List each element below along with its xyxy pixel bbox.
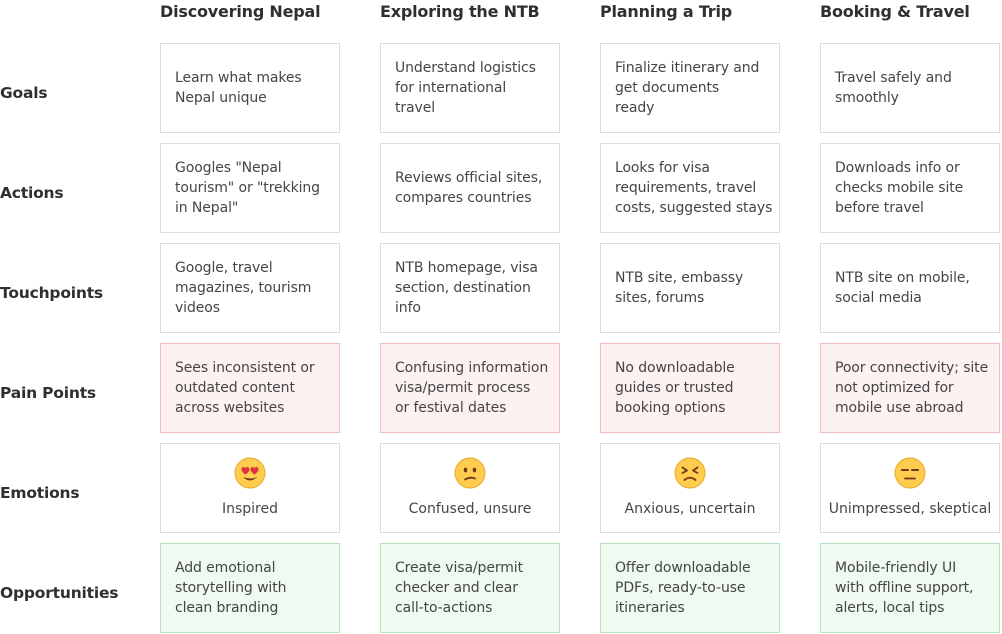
cell-text: NTB site on mobile, social media bbox=[835, 270, 970, 306]
actions-cell-exploring: Reviews official sites, compares countri… bbox=[380, 143, 560, 233]
pain-points-cell-exploring: Confusing information visa/permit proces… bbox=[380, 343, 560, 433]
heart-eyes-emoji-icon bbox=[234, 457, 266, 489]
cell-text: Travel safely and smoothly bbox=[835, 70, 952, 106]
cell-text: Confusing information visa/permit proces… bbox=[395, 360, 549, 416]
pain-points-cell-discovering: Sees inconsistent or outdated content ac… bbox=[160, 343, 340, 433]
pain-points-cell-planning: No downloadable guides or trusted bookin… bbox=[600, 343, 780, 433]
cell-text: Create visa/permit checker and clear cal… bbox=[395, 560, 523, 616]
row-label-pain-points: Pain Points bbox=[0, 384, 96, 402]
goals-cell-discovering: Learn what makes Nepal unique bbox=[160, 43, 340, 133]
actions-cell-discovering: Googles "Nepal tourism" or "trekking in … bbox=[160, 143, 340, 233]
actions-cell-booking: Downloads info or checks mobile site bef… bbox=[820, 143, 1000, 233]
column-header-planning: Planning a Trip bbox=[600, 2, 733, 21]
cell-text: NTB homepage, visa section, destination … bbox=[395, 260, 538, 316]
confused-face-emoji-icon bbox=[454, 457, 486, 489]
row-label-touchpoints: Touchpoints bbox=[0, 284, 103, 302]
column-header-exploring: Exploring the NTB bbox=[380, 2, 540, 21]
opportunities-cell-planning: Offer downloadable PDFs, ready-to-use it… bbox=[600, 543, 780, 633]
cell-text: Reviews official sites, compares countri… bbox=[395, 170, 543, 206]
touchpoints-cell-planning: NTB site, embassy sites, forums bbox=[600, 243, 780, 333]
unamused-face-emoji-icon bbox=[894, 457, 926, 489]
cell-text: NTB site, embassy sites, forums bbox=[615, 270, 744, 306]
cell-text: Google, travel magazines, tourism videos bbox=[175, 260, 312, 316]
emotion-label: Anxious, uncertain bbox=[624, 501, 756, 517]
pain-points-cell-booking: Poor connectivity; site not optimized fo… bbox=[820, 343, 1000, 433]
goals-cell-exploring: Understand logistics for international t… bbox=[380, 43, 560, 133]
emotion-label: Confused, unsure bbox=[408, 501, 532, 517]
cell-text: Add emotional storytelling with clean br… bbox=[175, 560, 287, 616]
emotions-cell-booking: Unimpressed, skeptical bbox=[820, 443, 1000, 533]
emotions-cell-planning: Anxious, uncertain bbox=[600, 443, 780, 533]
cell-text: Downloads info or checks mobile site bef… bbox=[835, 160, 964, 216]
anxious-face-emoji-icon bbox=[674, 457, 706, 489]
opportunities-cell-booking: Mobile-friendly UI with offline support,… bbox=[820, 543, 1000, 633]
actions-cell-planning: Looks for visa requirements, travel cost… bbox=[600, 143, 780, 233]
column-header-booking: Booking & Travel bbox=[820, 2, 970, 21]
row-label-emotions: Emotions bbox=[0, 484, 80, 502]
cell-text: Sees inconsistent or outdated content ac… bbox=[175, 360, 315, 416]
cell-text: Looks for visa requirements, travel cost… bbox=[615, 160, 773, 216]
opportunities-cell-exploring: Create visa/permit checker and clear cal… bbox=[380, 543, 560, 633]
cell-text: Offer downloadable PDFs, ready-to-use it… bbox=[615, 560, 751, 616]
emotions-cell-exploring: Confused, unsure bbox=[380, 443, 560, 533]
cell-text: Poor connectivity; site not optimized fo… bbox=[835, 360, 989, 416]
cell-text: Mobile-friendly UI with offline support,… bbox=[835, 560, 974, 616]
emotion-label: Inspired bbox=[221, 501, 279, 517]
cell-text: No downloadable guides or trusted bookin… bbox=[615, 360, 735, 416]
cell-text: Understand logistics for international t… bbox=[395, 60, 536, 116]
column-header-discovering: Discovering Nepal bbox=[160, 2, 321, 21]
goals-cell-planning: Finalize itinerary and get documents rea… bbox=[600, 43, 780, 133]
cell-text: Finalize itinerary and get documents rea… bbox=[615, 60, 760, 116]
cell-text: Learn what makes Nepal unique bbox=[175, 70, 302, 106]
touchpoints-cell-exploring: NTB homepage, visa section, destination … bbox=[380, 243, 560, 333]
row-label-opportunities: Opportunities bbox=[0, 584, 119, 602]
opportunities-cell-discovering: Add emotional storytelling with clean br… bbox=[160, 543, 340, 633]
touchpoints-cell-booking: NTB site on mobile, social media bbox=[820, 243, 1000, 333]
row-label-actions: Actions bbox=[0, 184, 64, 202]
row-label-goals: Goals bbox=[0, 84, 48, 102]
emotion-label: Unimpressed, skeptical bbox=[828, 501, 992, 517]
emotions-cell-discovering: Inspired bbox=[160, 443, 340, 533]
touchpoints-cell-discovering: Google, travel magazines, tourism videos bbox=[160, 243, 340, 333]
goals-cell-booking: Travel safely and smoothly bbox=[820, 43, 1000, 133]
cell-text: Googles "Nepal tourism" or "trekking in … bbox=[175, 160, 320, 216]
